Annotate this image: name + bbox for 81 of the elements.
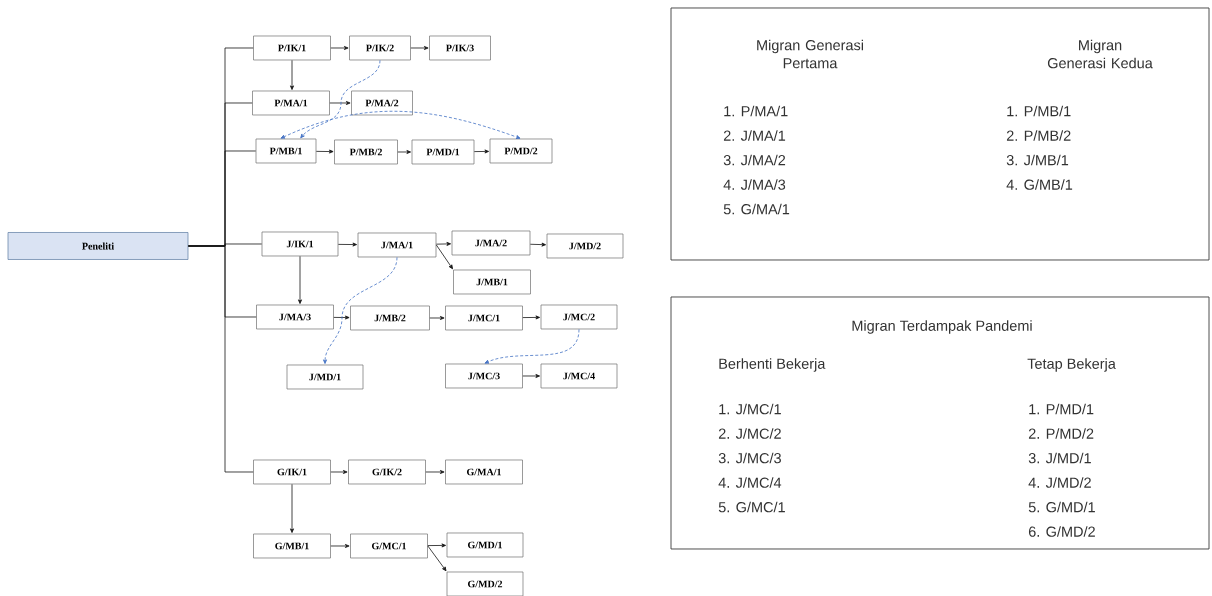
process-box: P/IK/1	[253, 35, 331, 61]
column-heading: Tetap Bekerja	[1027, 358, 1116, 372]
arrow	[427, 543, 446, 548]
process-box: J/MC/3	[445, 363, 523, 389]
process-box: J/MC/1	[445, 305, 523, 331]
list-item: 2. P/MD/2	[1028, 428, 1094, 439]
list-item: 1. P/MD/1	[1029, 403, 1094, 415]
arrow	[473, 149, 489, 154]
process-box: J/MD/1	[286, 364, 364, 390]
arrow	[315, 149, 334, 154]
process-box: P/MD/1	[411, 139, 475, 165]
process-box: P/MB/1	[255, 138, 317, 164]
list-item: 6. G/MD/2	[1028, 526, 1095, 537]
process-box: P/MA/1	[252, 90, 330, 116]
arrow	[330, 46, 349, 50]
panel-title: Migran Terdampak Pandemi	[852, 320, 1032, 334]
process-box: G/IK/1	[253, 459, 331, 485]
list-item: 1. P/MB/1	[1007, 105, 1071, 117]
arrow	[329, 101, 351, 105]
arrow	[330, 470, 348, 474]
process-box: P/MA/2	[351, 90, 413, 116]
process-box: G/MB/1	[253, 533, 331, 559]
process-box: J/MA/3	[256, 304, 334, 330]
process-box: G/MD/2	[446, 571, 524, 596]
arrow	[425, 470, 445, 474]
list-item: 2. P/MB/2	[1006, 130, 1071, 141]
arrow	[435, 244, 453, 270]
arrow	[333, 315, 350, 320]
arrow	[397, 150, 411, 154]
arrow	[280, 110, 521, 139]
list-item: 4. G/MB/1	[1006, 179, 1073, 190]
arrow	[290, 59, 294, 90]
list-item: 5. G/MD/1	[1028, 501, 1095, 513]
process-box: J/MC/2	[540, 304, 618, 330]
process-box: J/MD/2	[546, 233, 624, 259]
connector-line	[187, 245, 254, 473]
process-box: G/MA/1	[445, 459, 523, 485]
process-box: G/MC/1	[350, 533, 428, 559]
arrow	[522, 315, 540, 320]
process-box: J/MB/2	[350, 305, 430, 331]
arrow	[435, 241, 451, 246]
list-item: 2. J/MA/1	[723, 130, 786, 141]
process-box: G/MD/1	[446, 532, 524, 558]
list-item: 2. J/MC/2	[718, 428, 781, 439]
list-item: 4. J/MC/4	[718, 477, 782, 488]
arrow	[522, 374, 540, 378]
arrow	[429, 316, 445, 320]
list-item: 3. J/MB/1	[1006, 154, 1069, 166]
list-item: 5. G/MC/1	[718, 501, 785, 513]
list-item: 4. J/MA/3	[723, 179, 786, 190]
arrow	[410, 46, 429, 50]
list-item: 3. J/MA/2	[723, 154, 786, 166]
arrow	[300, 59, 381, 139]
list-item: 4. J/MD/2	[1028, 477, 1091, 488]
arrow	[323, 256, 398, 364]
process-box: J/MB/1	[453, 269, 531, 295]
arrow	[337, 242, 357, 247]
process-box: J/IK/1	[261, 231, 339, 257]
process-box: G/IK/2	[348, 459, 426, 485]
root-box: Peneliti	[7, 232, 189, 260]
arrow	[290, 483, 294, 533]
list-item: 3. J/MD/1	[1028, 452, 1091, 464]
list-item: 1. P/MA/1	[724, 105, 788, 117]
process-box: J/MC/4	[540, 363, 618, 389]
process-box: P/IK/2	[349, 35, 411, 61]
arrow	[298, 255, 302, 304]
process-box: J/MA/1	[357, 232, 437, 258]
process-box: P/MD/2	[489, 138, 553, 164]
arrow	[330, 544, 350, 548]
column-heading: Berhenti Bekerja	[719, 358, 826, 372]
process-box: P/MB/2	[334, 139, 398, 165]
column-heading: Migran Generasi Kedua	[1047, 39, 1153, 69]
list-item: 3. J/MC/3	[718, 452, 781, 464]
process-box: P/IK/3	[429, 35, 491, 61]
arrow	[484, 328, 580, 364]
process-box: J/MA/2	[451, 230, 531, 256]
column-heading: Migran Generasi Pertama	[757, 39, 863, 69]
arrow	[529, 242, 546, 247]
list-item: 5. G/MA/1	[723, 203, 790, 215]
list-item: 1. J/MC/1	[719, 403, 781, 415]
arrow	[427, 545, 447, 572]
